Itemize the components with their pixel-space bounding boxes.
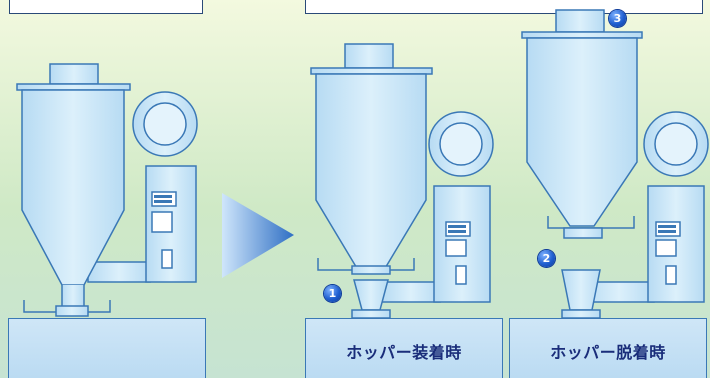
- display-detached: [655, 221, 681, 237]
- machine-detached: [521, 9, 709, 319]
- switch-attached: [455, 265, 467, 285]
- caption-hopper-attached: ホッパー装着時: [346, 343, 462, 362]
- lid-rim-left: [16, 83, 131, 91]
- badge-2: 2: [538, 250, 555, 267]
- lid-knob-attached: [344, 43, 394, 69]
- receiver-attached: [353, 279, 389, 311]
- badge-1: 1: [324, 285, 341, 302]
- stand-arm-left: [87, 261, 151, 283]
- display-attached: [445, 221, 471, 237]
- base-left: [8, 318, 206, 378]
- lid-knob-detached: [555, 9, 605, 33]
- machine-left: [16, 63, 198, 317]
- keypad-attached: [445, 239, 467, 257]
- stand-arm-attached: [381, 281, 441, 303]
- base-attached: ホッパー装着時: [305, 318, 503, 378]
- receiver-detached: [561, 269, 601, 311]
- hopper-body-left: [21, 89, 125, 286]
- keypad-left: [151, 211, 173, 233]
- top-label-box-left: [9, 0, 203, 14]
- lid-rim-detached: [521, 31, 643, 39]
- caption-hopper-detached: ホッパー脱着時: [550, 343, 666, 362]
- hopper-body-detached: [526, 37, 638, 227]
- base-detached: ホッパー脱着時: [509, 318, 707, 378]
- hopper-body-attached: [315, 73, 427, 271]
- badge-3: 3: [609, 10, 626, 27]
- switch-detached: [665, 265, 677, 285]
- keypad-detached: [655, 239, 677, 257]
- lid-rim-attached: [310, 67, 433, 75]
- display-left: [151, 191, 177, 207]
- switch-left: [161, 249, 173, 269]
- lid-knob-left: [49, 63, 99, 85]
- machine-attached: [310, 43, 494, 319]
- transition-arrow: [222, 193, 294, 278]
